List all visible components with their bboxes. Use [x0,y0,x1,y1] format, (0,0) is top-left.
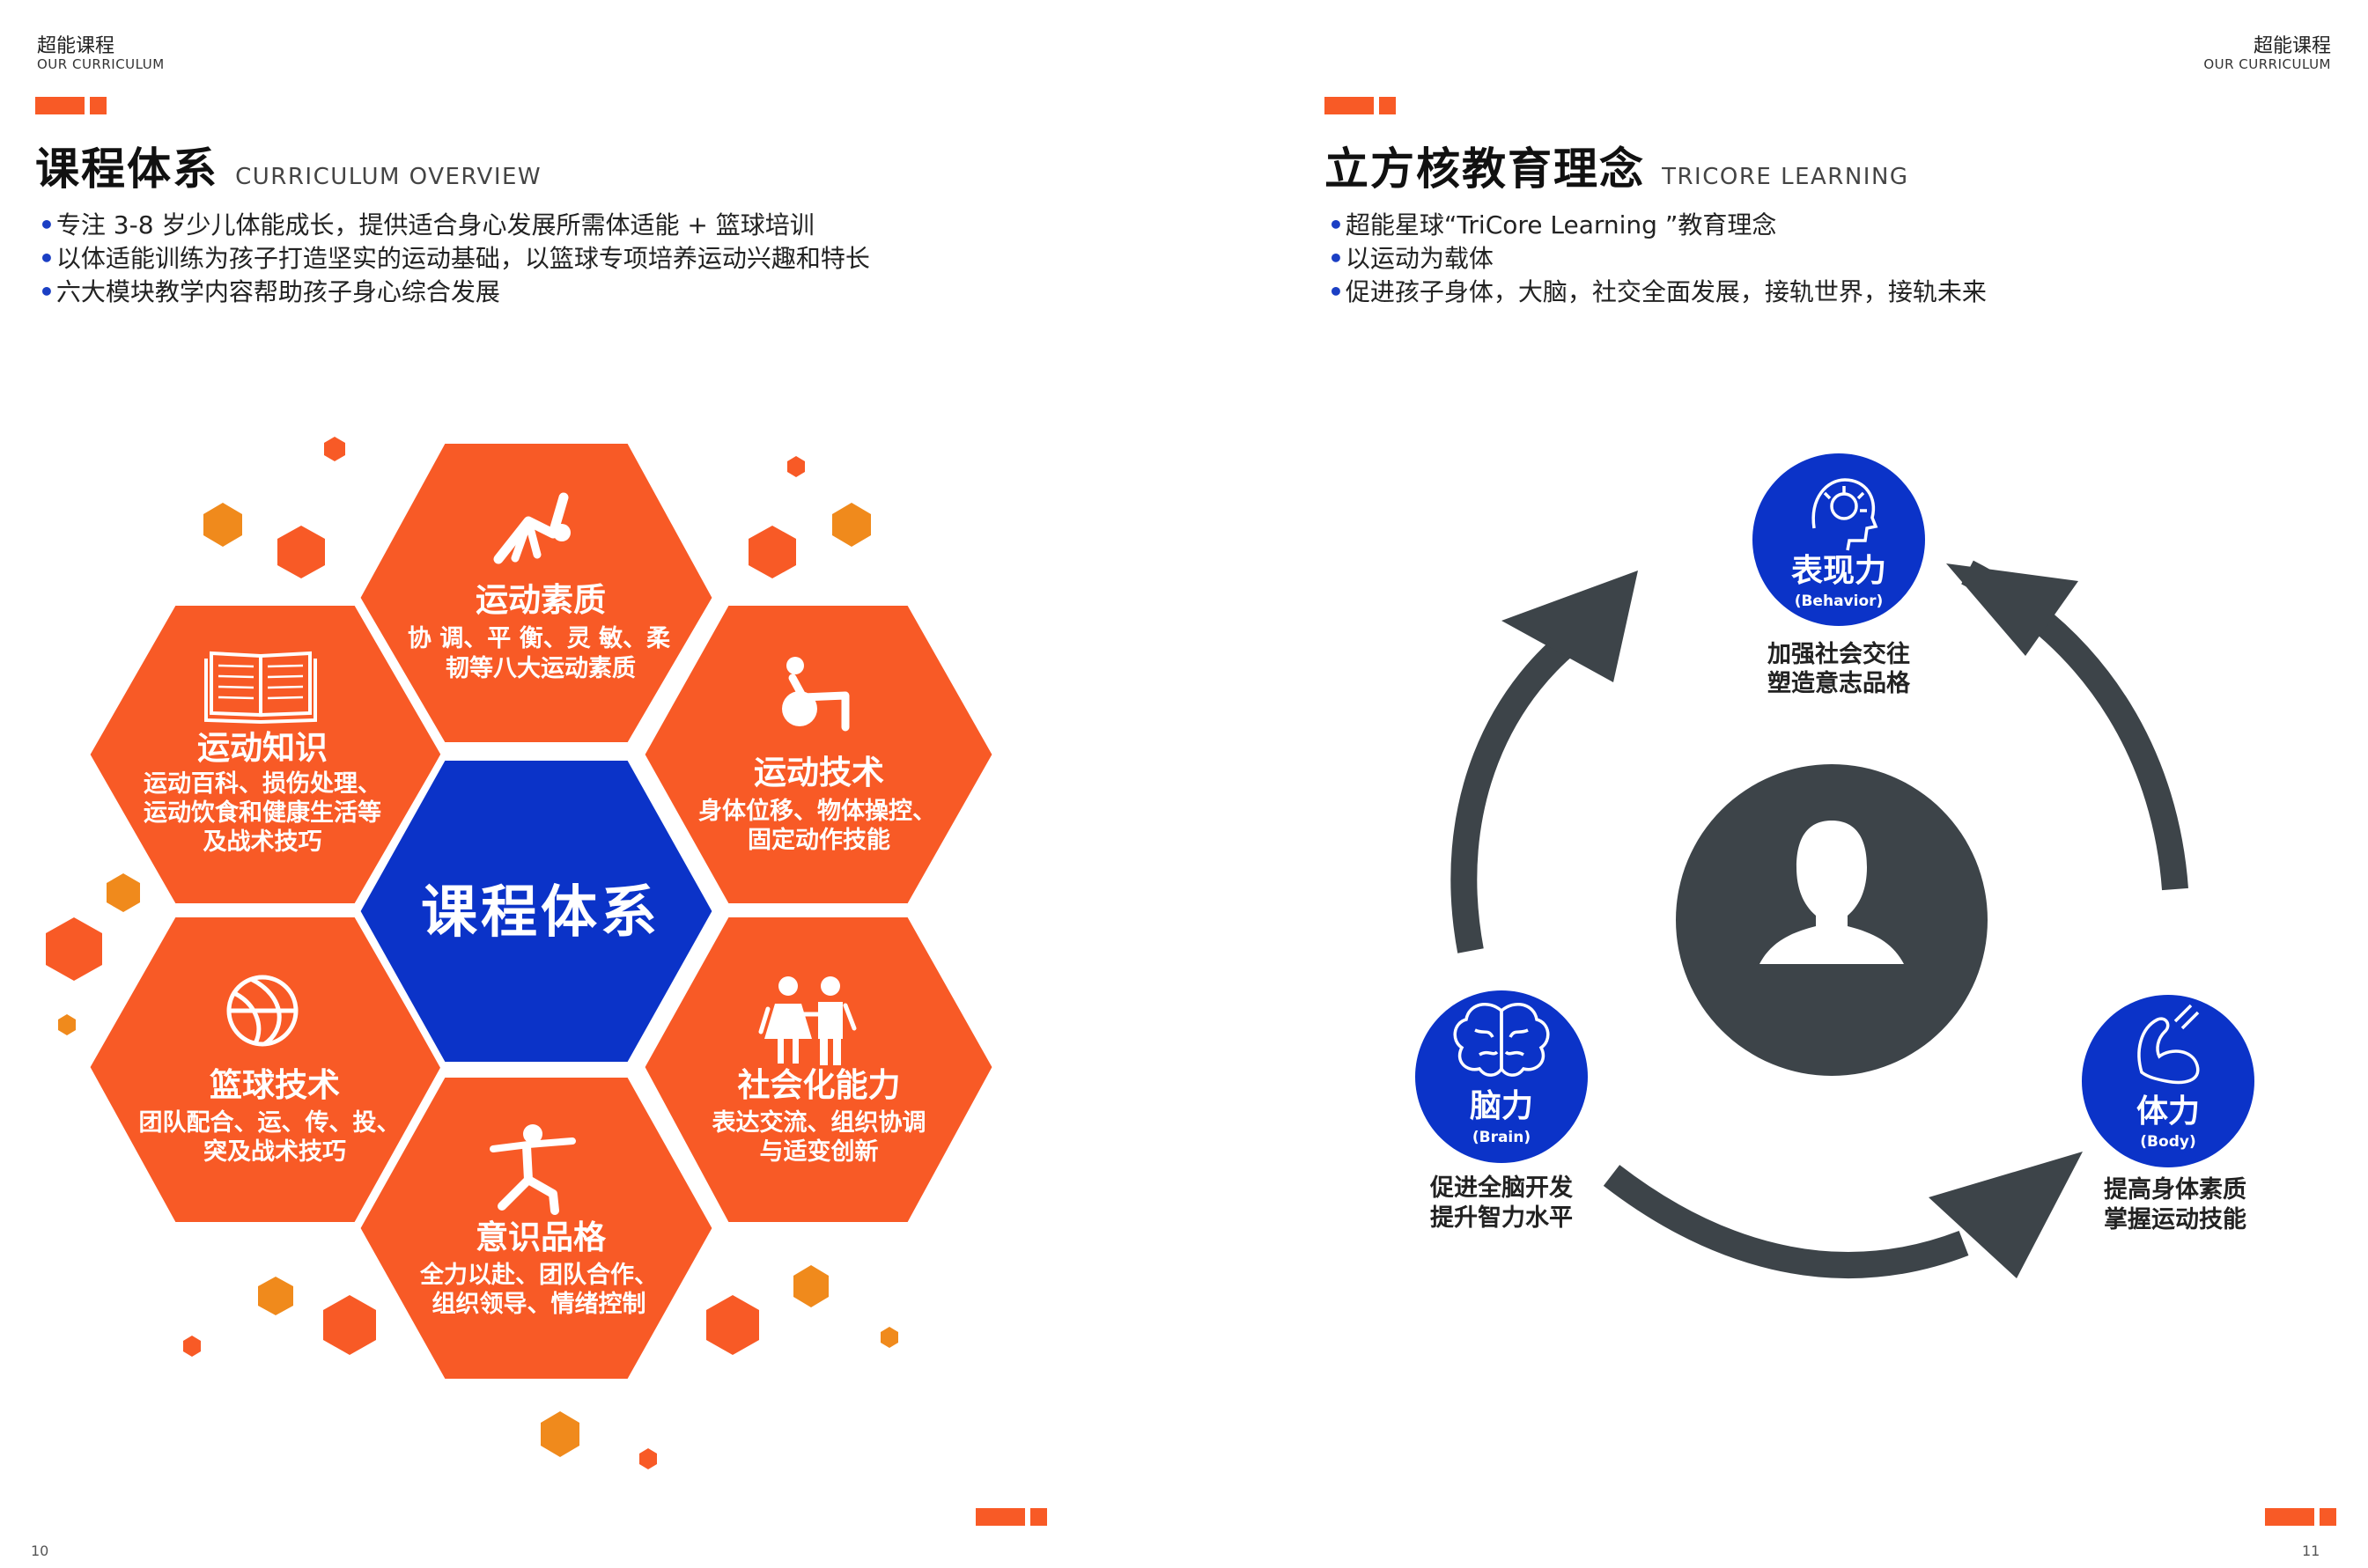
right-title-en: TRICORE LEARNING [1662,164,1909,190]
left-header-en: OUR CURRICULUM [37,56,165,72]
module-desc: 团队配合、运、传、投、 [139,1108,401,1137]
list-item: •专注 3-8 岁少儿体能成长，提供适合身心发展所需体适能 + 篮球培训 [39,210,815,239]
stretching-person-icon [493,492,571,564]
decorative-hexagons [46,437,898,1469]
module-desc: 运动饮食和健康生活等 [144,799,381,827]
footer-accent-bar-small [1030,1508,1047,1526]
right-bullet-list: •超能星球“TriCore Learning ”教育理念 •以运动为载体 •促进… [1328,206,1987,306]
person-silhouette-icon [1759,821,1904,964]
curriculum-honeycomb: 运动素质 协 调、平 衡、灵 敏、柔 韧等八大运动素质 运动技术 身体位移、物体… [46,437,1000,1469]
page-number: 10 [31,1542,49,1559]
left-title-en: CURRICULUM OVERVIEW [235,164,542,190]
module-desc: 固定动作技能 [748,826,890,854]
accent-bar-small [1379,97,1396,114]
body-desc: 提高身体素质 [2104,1175,2246,1204]
right-title: 立方核教育理念 TRICORE LEARNING [1324,134,1909,197]
module-title: 运动技术 [754,754,884,791]
right-header-cn: 超能课程 [2253,35,2331,57]
martial-arts-icon [490,1124,576,1215]
list-item: •六大模块教学内容帮助孩子身心综合发展 [39,277,500,306]
module-desc: 身体位移、物体操控、 [698,797,936,825]
brain-node [1415,990,1588,1163]
module-title: 篮球技术 [210,1066,340,1104]
body-title: 体力 [2136,1093,2200,1130]
body-desc: 掌握运动技能 [2104,1205,2246,1233]
accent-bar [1324,97,1374,114]
behavior-desc: 塑造意志品格 [1767,669,1911,697]
left-bullet-list: •专注 3-8 岁少儿体能成长，提供适合身心发展所需体适能 + 篮球培训 •以体… [39,206,870,306]
list-item: •促进孩子身体，大脑，社交全面发展，接轨世界，接轨未来 [1328,277,1987,306]
right-header-en: OUR CURRICULUM [2203,56,2331,72]
arrow-heads [1501,563,2083,1278]
module-title: 运动知识 [197,729,328,767]
module-title: 意识品格 [476,1218,607,1256]
behavior-sub: (Behavior) [1795,593,1884,610]
lightbulb-head-icon [1811,478,1878,551]
list-item: •以体适能训练为孩子打造坚实的运动基础，以篮球专项培养运动兴趣和特长 [39,244,870,273]
tricore-cycle-diagram: 表现力 (Behavior) 加强社会交往 塑造意志品格 脑力 (Brain) … [1415,453,2254,1278]
behavior-title: 表现力 [1791,553,1886,589]
open-book-icon [204,651,317,725]
left-title-cn: 课程体系 [35,144,218,195]
module-desc: 韧等八大运动素质 [446,654,636,682]
module-desc: 全力以赴、团队合作、 [419,1261,658,1289]
accent-bar [35,97,85,114]
module-desc: 组织领导、情绪控制 [432,1290,646,1318]
behavior-node [1752,453,1925,626]
module-desc: 突及战术技巧 [203,1137,346,1166]
center-label: 课程体系 [421,880,660,946]
page-number: 11 [2302,1542,2320,1559]
hex-sports-skills [637,599,1000,910]
module-desc: 运动百科、损伤处理、 [144,770,381,798]
accent-bar-small [90,97,107,114]
hex-sports-quality [352,437,720,749]
ball-exercise-icon [782,657,850,732]
module-title: 社会化能力 [738,1066,901,1104]
module-desc: 协 调、平 衡、灵 敏、柔 [408,625,670,652]
body-sub: (Body) [2140,1133,2195,1151]
module-title: 运动素质 [476,581,606,619]
brain-desc: 提升智力水平 [1430,1204,1573,1232]
list-item: •超能星球“TriCore Learning ”教育理念 [1328,210,1777,239]
footer-accent-bar [2265,1508,2314,1526]
module-desc: 表达交流、组织协调 [712,1108,926,1137]
hex-center [352,754,720,1069]
behavior-desc: 加强社会交往 [1767,640,1910,668]
flexed-arm-icon [2137,1004,2200,1085]
right-title-cn: 立方核教育理念 [1324,144,1645,195]
brain-icon [1453,1002,1550,1077]
left-title: 课程体系 CURRICULUM OVERVIEW [35,134,542,197]
left-header-cn: 超能课程 [37,35,115,57]
list-item: •以运动为载体 [1328,244,1494,273]
brain-desc: 促进全脑开发 [1429,1174,1573,1202]
module-desc: 与适变创新 [760,1137,879,1166]
footer-accent-bar-small [2320,1508,2336,1526]
footer-accent-bar [976,1508,1025,1526]
basketball-icon [226,975,299,1047]
brain-sub: (Brain) [1472,1129,1531,1146]
brain-title: 脑力 [1470,1088,1533,1124]
two-people-icon [758,976,857,1065]
hex-social-ability [637,910,1000,1229]
module-desc: 及战术技巧 [203,828,322,856]
